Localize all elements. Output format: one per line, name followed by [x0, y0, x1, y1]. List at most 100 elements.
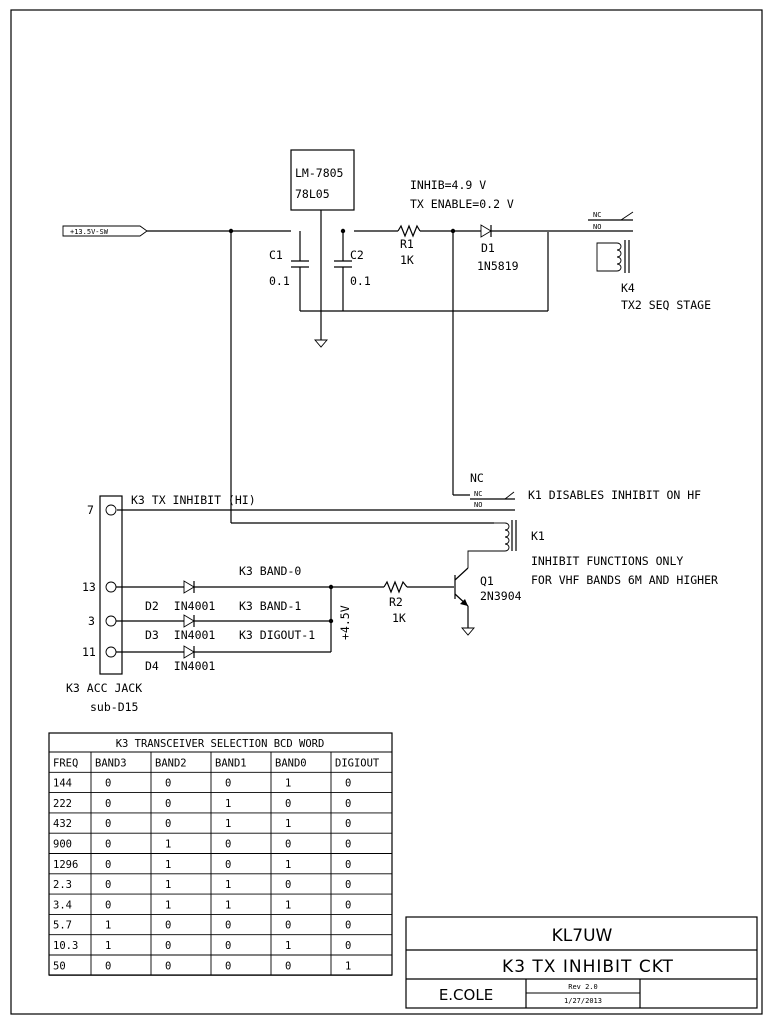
table-cell: 0 [165, 940, 171, 952]
r2-ref: R2 [389, 595, 403, 609]
supply-tag-flag [62, 225, 148, 237]
transistor-q1: Q1 2N3904 [454, 567, 522, 636]
c1-value: 0.1 [269, 274, 290, 288]
callsign: KL7UW [552, 926, 613, 946]
table-cell: 0 [105, 960, 111, 972]
bus-voltage: +4.5V [338, 605, 352, 640]
table-cell: 0 [105, 818, 111, 830]
table-cell: 0 [345, 879, 351, 891]
table-cell: 0 [165, 798, 171, 810]
d4-ref: D4 [145, 659, 159, 673]
table-cell: 0 [105, 798, 111, 810]
table-cell: 1 [225, 899, 231, 911]
table-cell: 222 [53, 798, 72, 810]
note-inhib-level: INHIB=4.9 V [410, 178, 486, 192]
table-cell: 900 [53, 839, 72, 851]
table-cell: 1 [165, 879, 171, 891]
inhibit-note-line2: FOR VHF BANDS 6M AND HIGHER [531, 573, 718, 587]
table-cell: 0 [105, 839, 111, 851]
pin-7 [105, 504, 117, 516]
relay-k4: NC NO K4 TX2 SEQ STAGE [588, 211, 711, 312]
table-cell: 0 [105, 879, 111, 891]
pin-11 [105, 646, 117, 658]
table-cell: 1 [165, 859, 171, 871]
drawing-date: 1/27/2013 [564, 997, 602, 1005]
table-cell: 1 [285, 778, 291, 790]
table-cell: 0 [105, 778, 111, 790]
table-cell: 0 [165, 818, 171, 830]
pin-3 [105, 615, 117, 627]
r1-ref: R1 [400, 237, 414, 251]
table-cell: 1 [285, 940, 291, 952]
table-cell: 0 [165, 778, 171, 790]
table-cell: 0 [165, 960, 171, 972]
d4-label: D4 IN4001 [145, 659, 215, 673]
drawing-title: K3 TX INHIBIT CKT [502, 957, 674, 977]
resistor-r2: R2 1K [383, 580, 454, 625]
d2-part: IN4001 [174, 599, 216, 613]
table-cell: 50 [53, 960, 66, 972]
table-cell: 0 [105, 899, 111, 911]
table-cell: 1 [285, 818, 291, 830]
revision: Rev 2.0 [568, 983, 598, 991]
table-cell: 1 [225, 798, 231, 810]
capacitor-c2: C2 0.1 [334, 231, 371, 311]
table-cell: 1 [345, 960, 351, 972]
capacitor-c1: C1 0.1 [269, 231, 309, 311]
k4-ref: K4 [621, 281, 635, 295]
k1-nc-label: NC [470, 471, 484, 485]
voltage-regulator: LM-7805 78L05 [290, 149, 398, 348]
table-cell: 5.7 [53, 920, 72, 932]
table-cell: 1 [225, 879, 231, 891]
k1-note-disables: K1 DISABLES INHIBIT ON HF [528, 488, 701, 502]
table-cell: 0 [225, 940, 231, 952]
d2-label: D2 IN4001 [145, 599, 215, 613]
q1-ref: Q1 [480, 574, 494, 588]
table-cell: 0 [345, 899, 351, 911]
r1-value: 1K [400, 253, 414, 267]
table-cell: 0 [345, 798, 351, 810]
table-cell: 1 [285, 859, 291, 871]
d4-part: IN4001 [174, 659, 216, 673]
table-cell: 0 [345, 859, 351, 871]
table-cell: 1 [105, 940, 111, 952]
regulator-label-2: 78L05 [295, 187, 330, 201]
c1-ref: C1 [269, 248, 283, 262]
table-cell: 0 [345, 818, 351, 830]
table-header-cell: BAND1 [215, 757, 247, 769]
signal-tx-inhibit: K3 TX INHIBIT (HI) [131, 493, 256, 507]
table-cell: 1 [225, 818, 231, 830]
table-cell: 0 [285, 960, 291, 972]
k1-ref: K1 [531, 529, 545, 543]
table-cell: 0 [285, 798, 291, 810]
table-cell: 0 [345, 940, 351, 952]
sheet-border [10, 9, 763, 1015]
signal-band0: K3 BAND-0 [239, 564, 301, 578]
pin-label-11: 11 [82, 645, 96, 659]
k4-nc: NC [593, 211, 601, 219]
table-cell: 2.3 [53, 879, 72, 891]
k4-desc: TX2 SEQ STAGE [621, 298, 711, 312]
d3-ref: D3 [145, 628, 159, 642]
table-cell: 0 [345, 920, 351, 932]
bcd-table-title: K3 TRANSCEIVER SELECTION BCD WORD [116, 738, 325, 750]
k1-nc: NC [474, 490, 482, 498]
relay-k1: NC NC NO K1 DISABLES INHIBIT ON HF K1 IN… [467, 471, 718, 587]
ground-symbol [314, 339, 328, 348]
resistor-r1: R1 1K [397, 224, 421, 267]
table-cell: 0 [225, 960, 231, 972]
d3-part: IN4001 [174, 628, 216, 642]
pin-13 [105, 581, 117, 593]
table-cell: 1 [285, 899, 291, 911]
signal-digout1: K3 DIGOUT-1 [239, 628, 315, 642]
table-cell: 0 [285, 879, 291, 891]
d1-part: 1N5819 [477, 259, 519, 273]
r2-value: 1K [392, 611, 406, 625]
acc-jack-name: K3 ACC JACK [66, 681, 142, 695]
c2-ref: C2 [350, 248, 364, 262]
table-cell: 1 [105, 920, 111, 932]
d2-ref: D2 [145, 599, 159, 613]
table-cell: 10.3 [53, 940, 78, 952]
acc-jack: 7 13 3 11 K3 ACC JACK sub-D15 [66, 495, 142, 714]
